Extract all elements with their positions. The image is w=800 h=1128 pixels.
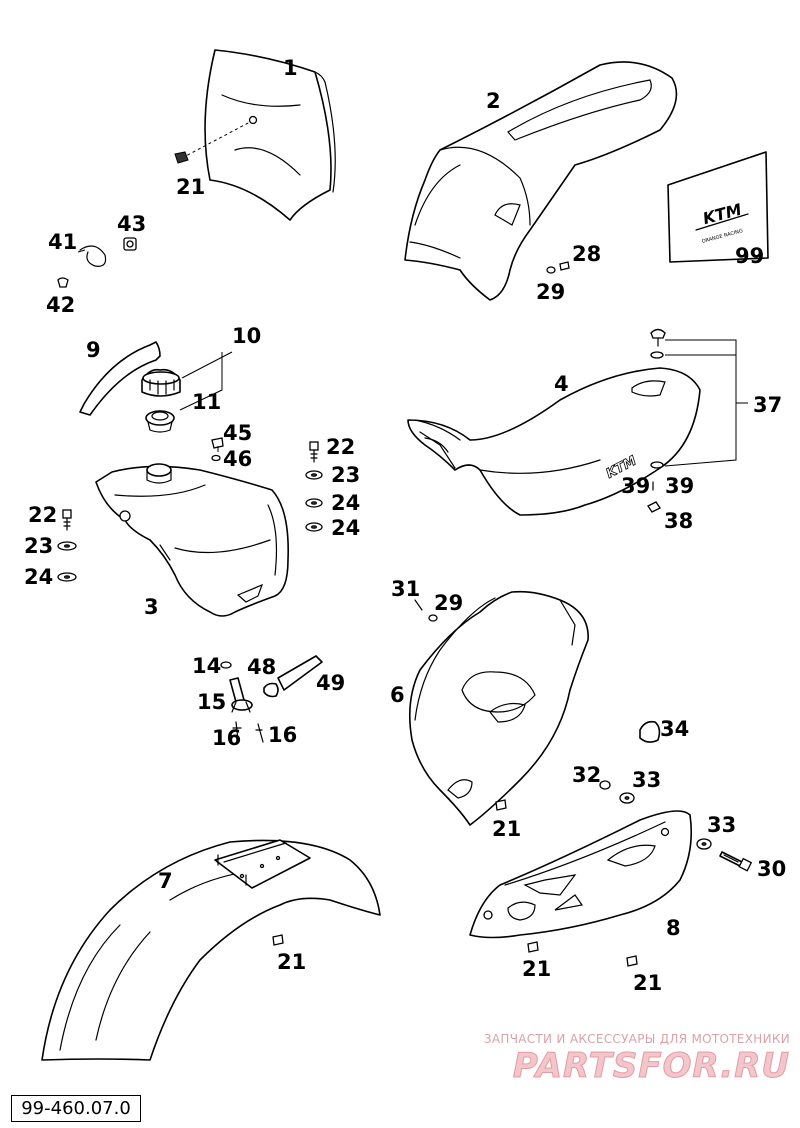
- bolt-30: [719, 851, 753, 872]
- part-11-cap-gasket: [145, 410, 175, 433]
- diagram-code-label: 99-460.07.0: [11, 1095, 141, 1122]
- hardware-37-39: [647, 328, 748, 513]
- hardware-29-31-side: [414, 599, 438, 622]
- callout-16: 16: [212, 726, 241, 750]
- callout-15: 15: [197, 690, 226, 714]
- callout-34: 34: [660, 717, 689, 741]
- callout-9: 9: [86, 338, 101, 362]
- callout-21: 21: [522, 957, 551, 981]
- callout-24: 24: [331, 516, 360, 540]
- hardware-32-34: [599, 720, 712, 850]
- hardware-22-24-right: [305, 441, 323, 532]
- callouts: 1 21 2 99 28 29 41 43 42 9 10 11 45 46 2…: [24, 56, 786, 995]
- callout-49: 49: [316, 671, 345, 695]
- fuel-tap-assembly: [220, 655, 323, 743]
- callout-16: 16: [268, 723, 297, 747]
- callout-38: 38: [664, 509, 693, 533]
- part-6-side-cover: [408, 590, 589, 826]
- callout-10: 10: [232, 324, 261, 348]
- callout-1: 1: [283, 56, 298, 80]
- watermark: ЗАПЧАСТИ И АКСЕССУАРЫ ДЛЯ МОТОТЕХНИКИ PA…: [483, 1032, 790, 1087]
- part-1-number-plate: [174, 49, 336, 221]
- hardware-22-24-left: [57, 509, 77, 582]
- hardware-45-46: [211, 437, 224, 462]
- callout-33: 33: [632, 768, 661, 792]
- callout-48: 48: [247, 655, 276, 679]
- callout-29: 29: [536, 280, 565, 304]
- part-9-fuel-hose: [79, 341, 161, 416]
- callout-46: 46: [223, 447, 252, 471]
- watermark-brand: PARTSFOR.RU: [512, 1046, 790, 1087]
- callout-33: 33: [707, 813, 736, 837]
- callout-31: 31: [391, 577, 420, 601]
- part-4-seat: KTM: [407, 367, 701, 516]
- callout-32: 32: [572, 763, 601, 787]
- watermark-caption: ЗАПЧАСТИ И АКСЕССУАРЫ ДЛЯ МОТОТЕХНИКИ: [483, 1032, 790, 1046]
- callout-21: 21: [176, 175, 205, 199]
- callout-23: 23: [24, 534, 53, 558]
- part-3-fuel-tank: [95, 463, 289, 617]
- callout-24: 24: [24, 565, 53, 589]
- hardware-21: [272, 799, 638, 967]
- callout-99: 99: [735, 244, 764, 268]
- callout-2: 2: [486, 89, 501, 113]
- callout-7: 7: [158, 869, 173, 893]
- callout-37: 37: [753, 393, 782, 417]
- callout-14: 14: [192, 654, 221, 678]
- callout-30: 30: [757, 857, 786, 881]
- callout-21: 21: [492, 817, 521, 841]
- callout-22: 22: [28, 503, 57, 527]
- callout-24: 24: [331, 491, 360, 515]
- callout-39: 39: [665, 474, 694, 498]
- callout-21: 21: [633, 971, 662, 995]
- callout-45: 45: [223, 421, 252, 445]
- part-99-decal: KTM ORANGE RACING: [667, 151, 769, 263]
- callout-4: 4: [554, 372, 569, 396]
- part-10-fuel-cap: [141, 351, 233, 411]
- part-8-side-panel: [469, 810, 693, 939]
- callout-28: 28: [572, 242, 601, 266]
- callout-43: 43: [117, 212, 146, 236]
- part-7-front-fender: [41, 839, 381, 1061]
- callout-21: 21: [277, 950, 306, 974]
- callout-11: 11: [192, 390, 221, 414]
- callout-39: 39: [621, 474, 650, 498]
- callout-42: 42: [46, 293, 75, 317]
- hardware-28-29-fender: [546, 261, 570, 274]
- callout-3: 3: [144, 595, 159, 619]
- callout-22: 22: [326, 435, 355, 459]
- callout-6: 6: [390, 683, 405, 707]
- callout-23: 23: [331, 463, 360, 487]
- callout-8: 8: [666, 916, 681, 940]
- callout-29: 29: [434, 591, 463, 615]
- part-2-rear-fender: [404, 61, 678, 301]
- callout-41: 41: [48, 230, 77, 254]
- hardware-41-43: [57, 237, 137, 288]
